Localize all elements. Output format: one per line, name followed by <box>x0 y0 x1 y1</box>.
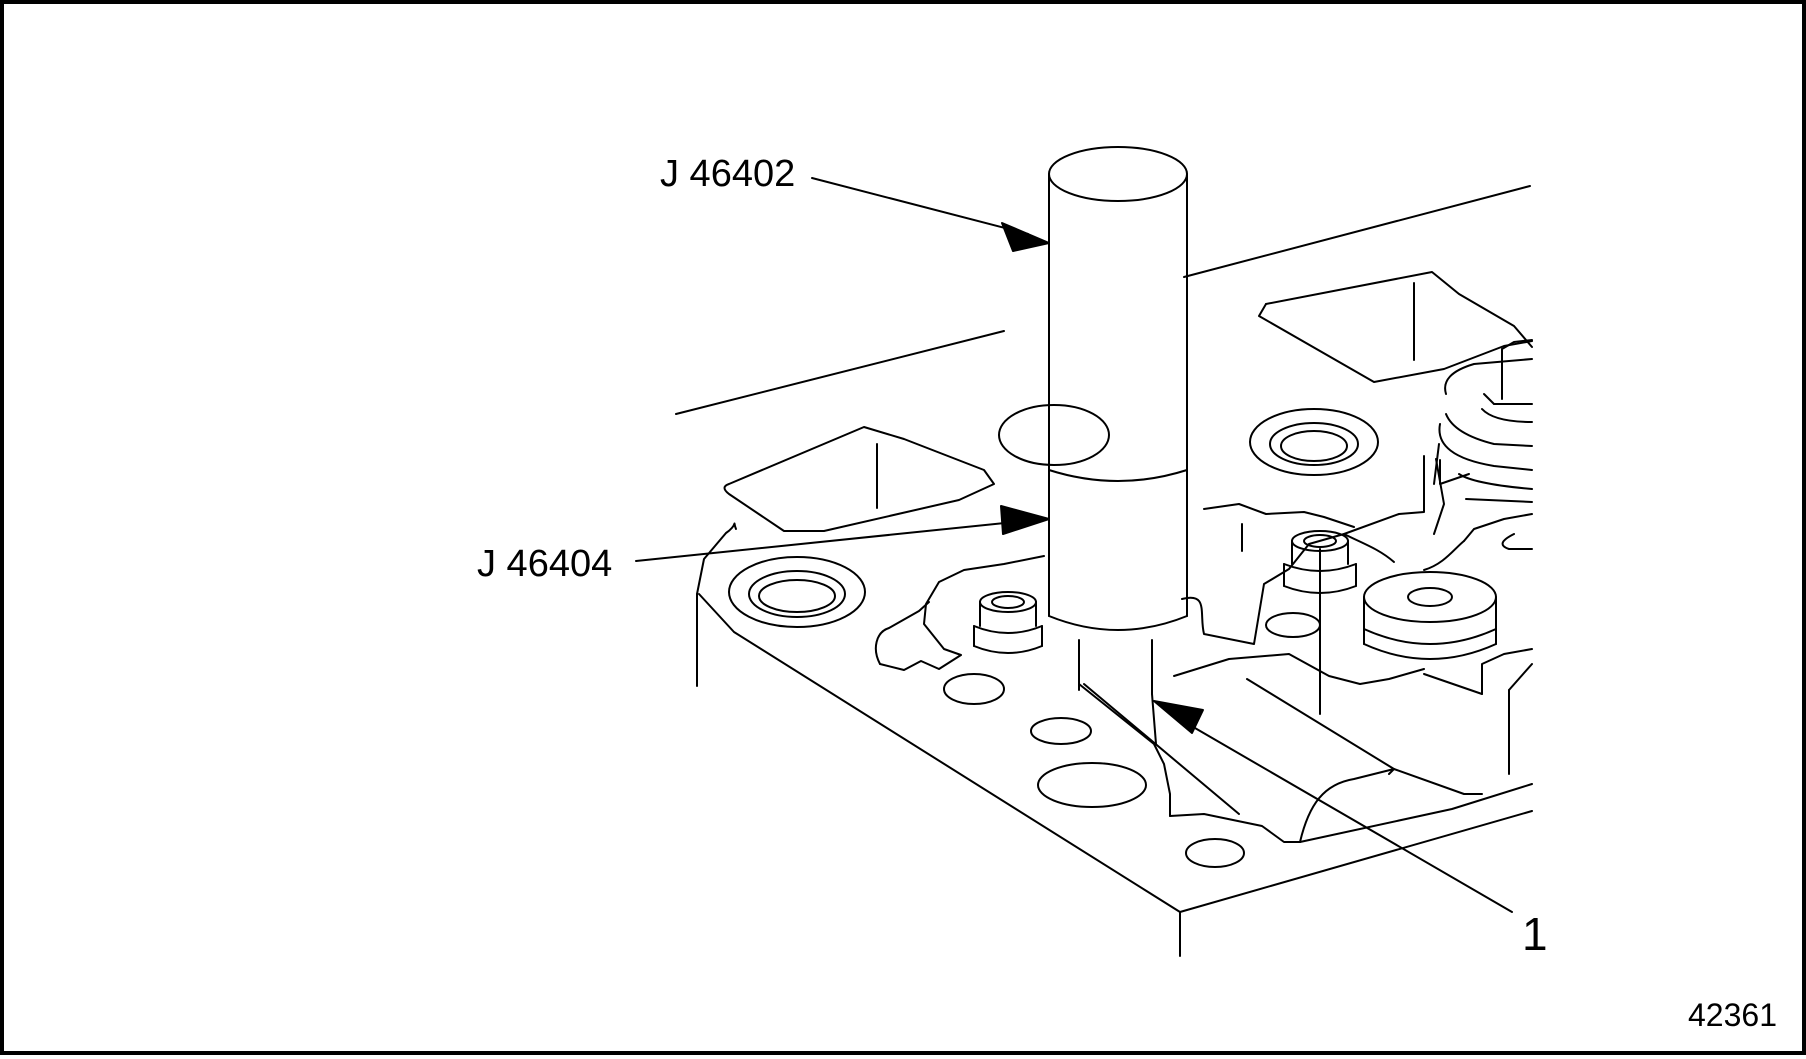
callout-label-j46404: J 46404 <box>477 543 613 585</box>
valve-bore-channel <box>1078 645 1533 843</box>
intake-port-left <box>723 426 995 532</box>
figure-number: 42361 <box>1688 997 1777 1033</box>
casting-walls <box>874 443 1533 715</box>
cylinder-head-outline <box>675 185 1533 957</box>
tool-assembly <box>1048 146 1188 695</box>
valve-seat-ring-left <box>728 556 866 628</box>
valve-seat-ring-top-left <box>998 404 1110 466</box>
dowel-boss-left <box>973 591 1043 654</box>
intake-port-right <box>1258 271 1533 383</box>
dowel-boss-center <box>1283 530 1357 594</box>
callout-label-j46402: J 46402 <box>660 153 796 195</box>
bolt-holes <box>943 612 1321 868</box>
cylinder-head-line-drawing <box>635 146 1533 957</box>
injector-boss-right <box>1363 571 1497 660</box>
valve-seat-ring-top-right <box>1249 408 1379 476</box>
leader-line-item <box>1153 700 1513 913</box>
callout-label-item-1: 1 <box>1522 908 1548 960</box>
leader-line-upper <box>811 177 1050 252</box>
rocker-stack-right <box>1438 339 1533 550</box>
leader-line-lower <box>635 505 1050 562</box>
